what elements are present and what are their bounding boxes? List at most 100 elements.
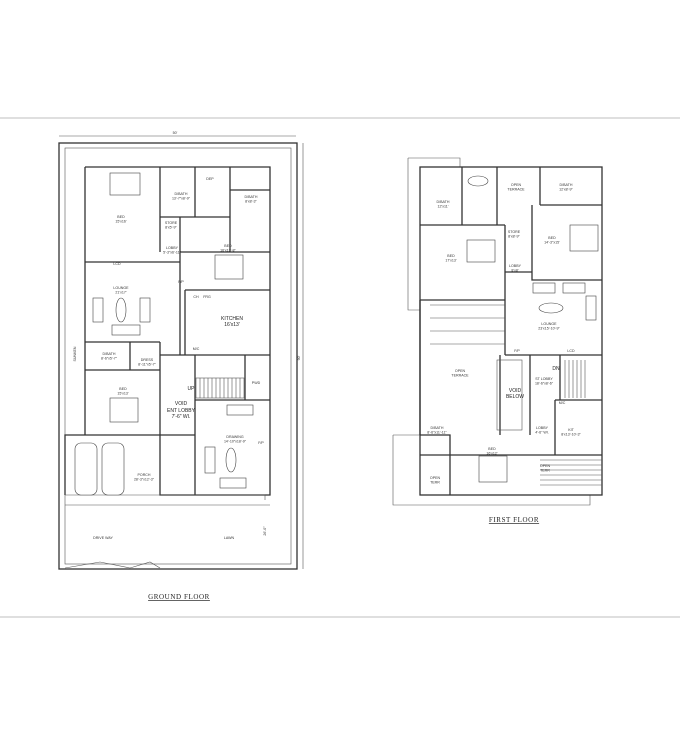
lawn-dimension: 26'-0" bbox=[263, 526, 267, 536]
staircase bbox=[195, 377, 245, 399]
room-size: 8'x8' bbox=[511, 269, 518, 273]
sofa-icon bbox=[219, 477, 247, 489]
sofa-icon bbox=[585, 295, 597, 321]
bed-icon bbox=[214, 254, 244, 280]
room-label: LOBBY bbox=[536, 426, 549, 430]
room-label: BED bbox=[117, 215, 125, 219]
car-icon bbox=[74, 442, 98, 496]
room-label: CH bbox=[193, 295, 199, 299]
room-label: BED bbox=[224, 244, 232, 248]
bed-icon bbox=[569, 224, 599, 252]
room-label: PWD bbox=[252, 381, 261, 385]
room-size: 15'x13' bbox=[117, 392, 128, 396]
room-label: DRIVE WAY bbox=[93, 536, 113, 540]
room-size: 12'x8'-9" bbox=[559, 188, 573, 192]
bed-icon bbox=[109, 172, 141, 196]
room-size: 23'x15'-10'-9" bbox=[538, 327, 560, 331]
room-size: 8'x8'-3" bbox=[245, 200, 257, 204]
room-label: BED bbox=[488, 447, 496, 451]
table-icon bbox=[115, 297, 127, 323]
room-size: 8'-6"x11'-11" bbox=[427, 431, 447, 435]
pergola bbox=[430, 304, 505, 345]
void-below bbox=[496, 359, 523, 431]
room-label: KITCHEN bbox=[221, 316, 243, 322]
room-label: BED bbox=[447, 254, 455, 258]
room-size: 8'-11"x5'-7" bbox=[138, 363, 157, 367]
staircase bbox=[540, 360, 602, 486]
sofa-icon bbox=[226, 404, 254, 416]
room-label: D/BATH bbox=[175, 192, 188, 196]
plot-boundary bbox=[58, 142, 298, 570]
bathtub-icon bbox=[467, 175, 489, 187]
room-label: BED bbox=[119, 387, 127, 391]
first-floor-plan: D/BATH12'x11'OPENTERRACED/BATH12'x8'-9"S… bbox=[392, 157, 603, 524]
room-size: TERRACE bbox=[451, 374, 469, 378]
room-label: ENT LOBBY bbox=[167, 408, 196, 414]
room-size: 16'x13'-8" bbox=[220, 249, 236, 253]
room-label: LOBBY bbox=[166, 246, 179, 250]
room-size: 15'x16' bbox=[115, 220, 126, 224]
room-label: DEP bbox=[206, 177, 214, 181]
room-size: 18'-6"x8'-6" bbox=[535, 382, 554, 386]
room-size: 8'-6"x5'-7" bbox=[101, 357, 118, 361]
room-size: 8'x5'-9" bbox=[165, 226, 177, 230]
room-label: OPEN bbox=[455, 369, 466, 373]
room-label: STORE bbox=[165, 221, 178, 225]
interior-walls bbox=[85, 167, 270, 495]
room-size: 17'x13' bbox=[445, 259, 456, 263]
width-dimension: 50' bbox=[173, 131, 178, 135]
sofa-icon bbox=[562, 282, 586, 294]
table-icon bbox=[225, 447, 237, 473]
ground-floor-title: GROUND FLOOR bbox=[148, 593, 210, 601]
bed-icon bbox=[478, 455, 508, 483]
room-label: VOID bbox=[509, 388, 522, 394]
room-label: DRESS bbox=[141, 358, 154, 362]
sofa-icon bbox=[111, 324, 141, 336]
room-label: PORCH bbox=[138, 473, 151, 477]
room-label: D/BATH bbox=[103, 352, 116, 356]
room-size: 7'-6" WI. bbox=[172, 414, 191, 420]
room-size: TERR bbox=[430, 481, 440, 485]
room-label: DRAWING bbox=[226, 435, 243, 439]
room-label: BED bbox=[548, 236, 556, 240]
room-label: LOUNGE bbox=[113, 286, 129, 290]
room-label: OPEN bbox=[511, 183, 522, 187]
room-label: DN bbox=[552, 366, 560, 372]
room-label: D/BATH bbox=[560, 183, 573, 187]
room-size: 12'x11' bbox=[438, 205, 449, 209]
room-labels: D/BATH12'x11'OPENTERRACED/BATH12'x8'-9"S… bbox=[427, 183, 581, 485]
room-label: D/BATH bbox=[437, 200, 450, 204]
room-size: 4'-6" WI. bbox=[535, 431, 549, 435]
room-label: LCD bbox=[567, 349, 575, 353]
room-size: 14'-10"x18'-9" bbox=[224, 440, 247, 444]
room-size: TERRACE bbox=[507, 188, 525, 192]
room-label: OPEN bbox=[430, 476, 441, 480]
room-size: 16'x12' bbox=[486, 452, 497, 456]
room-size: TERR bbox=[540, 469, 550, 473]
first-floor-title: FIRST FLOOR bbox=[489, 516, 539, 524]
room-label: STORE bbox=[508, 230, 521, 234]
room-label: F/P bbox=[514, 349, 520, 353]
room-label: D/BATH bbox=[431, 426, 444, 430]
room-size: 28'-3"x12'-3" bbox=[134, 478, 155, 482]
bed-icon bbox=[109, 397, 139, 423]
room-label: F/P bbox=[258, 441, 264, 445]
table-icon bbox=[538, 302, 564, 314]
depth-dimension: 90' bbox=[297, 355, 301, 360]
room-label: M/C bbox=[559, 401, 566, 405]
room-label: VOID bbox=[175, 401, 188, 407]
room-size: 8'x13'-10'-3" bbox=[561, 433, 581, 437]
car-icon bbox=[101, 442, 125, 496]
ground-floor-plan: 50' 90' 26'-0" BED15'x16'D/BATH13'-7"x8'… bbox=[58, 131, 304, 601]
room-label: OPEN bbox=[540, 464, 551, 468]
room-label: LOUNGE bbox=[541, 322, 557, 326]
room-size: BELOW bbox=[506, 394, 524, 400]
room-label: LCD bbox=[113, 262, 121, 266]
room-label: UP bbox=[188, 386, 196, 392]
room-label: LOBBY bbox=[509, 264, 522, 268]
gate bbox=[64, 561, 161, 569]
interior-walls bbox=[419, 167, 602, 495]
room-label: LAWN bbox=[224, 536, 235, 540]
sofa-icon bbox=[204, 446, 216, 474]
